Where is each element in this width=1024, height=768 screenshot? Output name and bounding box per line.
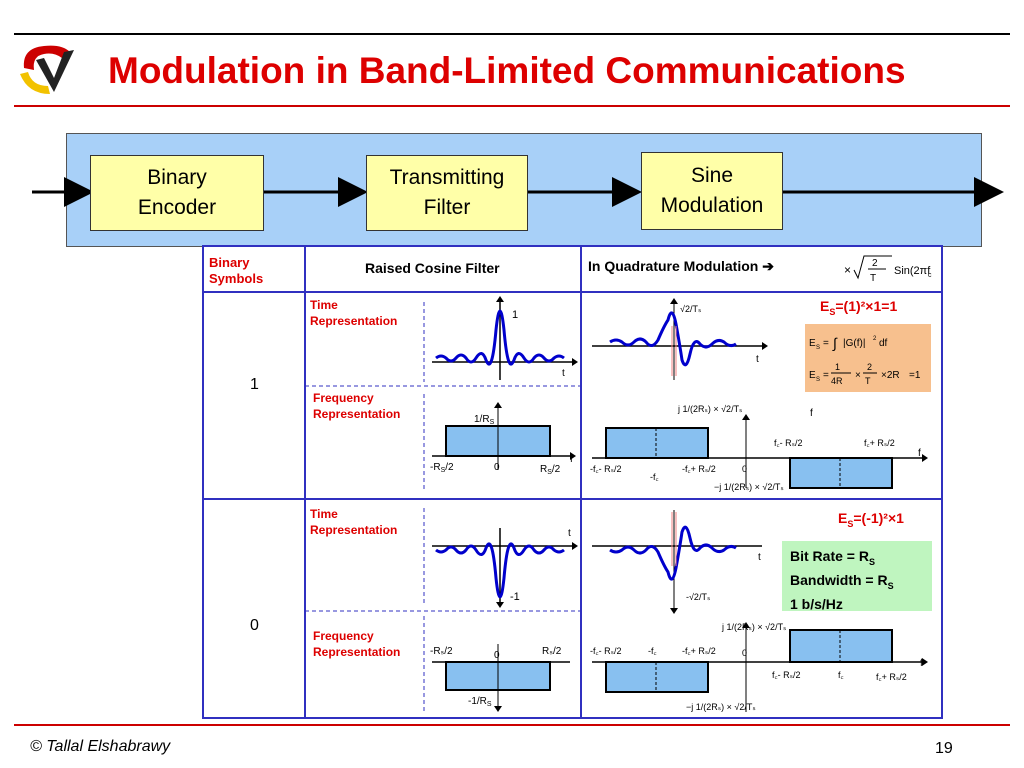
svg-text:t: t: [756, 354, 759, 365]
svg-text:E: E: [809, 338, 816, 349]
svg-text:=: =: [823, 370, 829, 381]
slide-title: Modulation in Band-Limited Communication…: [108, 50, 906, 91]
row0-baseband-spectrum: -Rₛ/2 0 Rₛ/2 -1/RS: [430, 644, 570, 712]
footer-author: © Tallal Elshabrawy: [30, 738, 171, 755]
svg-text:T: T: [870, 273, 876, 284]
svg-text:-1/RS: -1/RS: [468, 696, 492, 708]
svg-text:j 1/(2Rₛ) × √2/Tₛ: j 1/(2Rₛ) × √2/Tₛ: [721, 622, 786, 632]
svg-text:j 1/(2Rₛ) × √2/Tₛ: j 1/(2Rₛ) × √2/Tₛ: [677, 404, 742, 414]
svg-text:f꜀- Rₛ/2: f꜀- Rₛ/2: [774, 438, 802, 448]
svg-text:×: ×: [844, 263, 851, 277]
row0-passband-spectrum: j 1/(2Rₛ) × √2/Tₛ -f꜀- Rₛ/2 -f꜀ -f꜀+ Rₛ/…: [590, 622, 928, 712]
svg-text:E: E: [809, 370, 816, 381]
svg-text:2: 2: [873, 336, 877, 342]
row0-modulated-pulse: t -√2/Tₛ: [592, 510, 762, 614]
svg-text:0: 0: [742, 648, 747, 658]
svg-text:df: df: [879, 338, 888, 349]
svg-text:f: f: [920, 658, 923, 669]
svg-text:Sin(2πf: Sin(2πf: [894, 265, 931, 277]
raised-cosine-header: Raised Cosine Filter: [365, 260, 500, 276]
svg-text:f: f: [570, 454, 573, 465]
svg-text:0: 0: [494, 650, 500, 661]
svg-text:-Rₛ/2: -Rₛ/2: [430, 646, 453, 657]
svg-text:f: f: [810, 408, 813, 419]
svg-text:-RS/2: -RS/2: [430, 462, 454, 474]
top-rule: [14, 33, 1010, 35]
svg-text:t: t: [758, 552, 761, 563]
svg-text:2: 2: [867, 362, 872, 372]
symbol-one: 1: [250, 376, 259, 393]
svg-text:=1: =1: [909, 370, 921, 381]
row1-baseband-spectrum: 1/RS -RS/2 0 RS/2 f: [430, 402, 576, 476]
svg-text:S: S: [816, 345, 820, 351]
svg-text:f: f: [918, 448, 921, 459]
svg-text:×2R: ×2R: [881, 370, 900, 381]
svg-text:T: T: [865, 376, 871, 386]
svg-text:1: 1: [512, 309, 518, 321]
svg-text:4R: 4R: [831, 376, 843, 386]
svg-text:f꜀+ Rₛ/2: f꜀+ Rₛ/2: [864, 438, 895, 448]
svg-text:-f꜀: -f꜀: [650, 472, 659, 482]
svg-text:−j 1/(2Rₛ) × √2/Tₛ: −j 1/(2Rₛ) × √2/Tₛ: [686, 702, 756, 712]
svg-text:1: 1: [835, 362, 840, 372]
svg-text:0: 0: [494, 462, 500, 473]
svg-text:-f꜀: -f꜀: [648, 646, 657, 656]
svg-text:c: c: [928, 272, 932, 279]
svg-text:S: S: [816, 377, 820, 383]
title-rule: [14, 105, 1010, 107]
footer-rule: [14, 724, 1010, 726]
row1-energy: ES=(1)²×1=1: [820, 298, 898, 317]
quadrature-carrier-formula: × 2 T Sin(2πf c: [842, 252, 937, 291]
svg-text:Rₛ/2: Rₛ/2: [542, 646, 562, 657]
page-number: 19: [935, 740, 953, 757]
pipeline-arrows: [32, 177, 1004, 207]
row1-raised-cosine-pulse: 1 t: [432, 296, 578, 380]
svg-text:-f꜀+ Rₛ/2: -f꜀+ Rₛ/2: [682, 646, 716, 656]
svg-text:0: 0: [742, 464, 747, 474]
svg-text:−j 1/(2Rₛ) × √2/Tₛ: −j 1/(2Rₛ) × √2/Tₛ: [714, 482, 784, 492]
svg-text:|G(f)|: |G(f)|: [843, 338, 865, 349]
svg-text:f꜀- Rₛ/2: f꜀- Rₛ/2: [772, 670, 800, 680]
svg-text:2: 2: [872, 258, 878, 269]
svg-text:∫: ∫: [832, 335, 838, 351]
svg-text:RS/2: RS/2: [540, 464, 561, 476]
svg-text:-1: -1: [510, 591, 520, 603]
svg-text:f꜀: f꜀: [838, 670, 844, 680]
svg-text:-f꜀+ Rₛ/2: -f꜀+ Rₛ/2: [682, 464, 716, 474]
symbol-zero: 0: [250, 617, 259, 634]
svg-text:-f꜀- Rₛ/2: -f꜀- Rₛ/2: [590, 464, 621, 474]
row0-raised-cosine-pulse: -1 t: [432, 528, 578, 608]
svg-text:-√2/Tₛ: -√2/Tₛ: [686, 592, 710, 602]
row0-energy: ES=(-1)²×1: [838, 510, 904, 529]
svg-text:1/RS: 1/RS: [474, 414, 495, 426]
svg-text:f꜀+ Rₛ/2: f꜀+ Rₛ/2: [876, 672, 907, 682]
svg-text:=: =: [823, 338, 829, 349]
university-logo: [14, 38, 84, 100]
svg-text:-f꜀- Rₛ/2: -f꜀- Rₛ/2: [590, 646, 621, 656]
svg-text:×: ×: [855, 370, 861, 381]
row1-modulated-pulse: t √2/Tₛ: [592, 298, 768, 380]
svg-text:√2/Tₛ: √2/Tₛ: [680, 304, 701, 314]
summary-box: Bit Rate = RS Bandwidth = RS 1 b/s/Hz: [782, 541, 932, 612]
svg-text:t: t: [568, 528, 571, 539]
row1-passband-spectrum: j 1/(2Rₛ) × √2/Tₛ f f꜀- Rₛ/2 f꜀+ Rₛ/2 f …: [590, 404, 928, 492]
quadrature-header: In Quadrature Modulation ➔: [588, 258, 774, 274]
svg-text:t: t: [562, 368, 565, 379]
